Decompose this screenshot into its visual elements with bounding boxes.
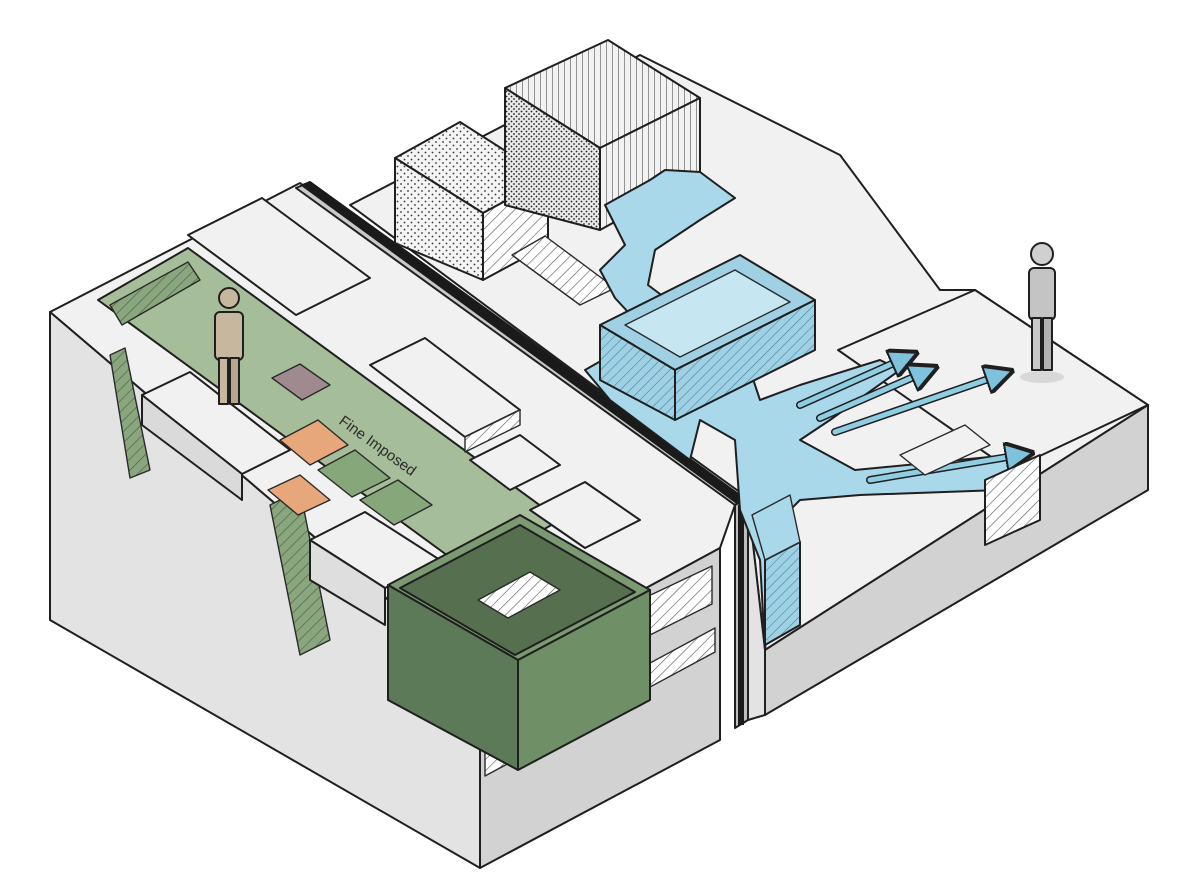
divider-wall bbox=[295, 181, 749, 729]
green-trench: Fine Imposed bbox=[97, 247, 561, 656]
person-figure-icon bbox=[1020, 242, 1064, 383]
textured-volumes bbox=[394, 39, 701, 306]
water-channel bbox=[584, 169, 1041, 651]
terraced-steps bbox=[187, 197, 641, 549]
flow-arrow-icon bbox=[796, 358, 1020, 484]
person-figure-icon bbox=[214, 287, 244, 405]
green-basin bbox=[387, 514, 651, 771]
